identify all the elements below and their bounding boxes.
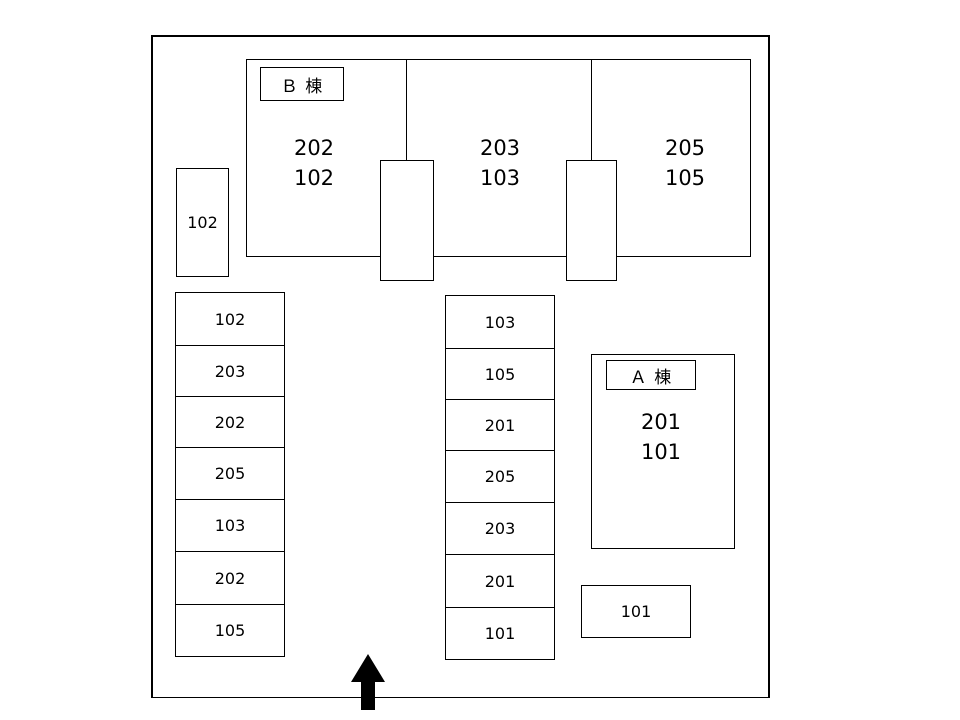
parking-space: 103 [445,295,555,349]
parking-space: 201 [445,554,555,608]
parking-space-single-right: 101 [581,585,691,638]
unit-number-upper: 201 [640,410,682,434]
parking-space: 201 [445,399,555,451]
building-b-unit-3: 205 105 [651,133,719,193]
parking-space: 203 [445,502,555,555]
building-b-label: Ｂ 棟 [260,67,344,101]
up-arrow-icon [351,654,385,710]
parking-space: 202 [175,396,285,448]
unit-number-lower: 101 [640,440,682,464]
parking-space: 101 [445,607,555,660]
parking-column-left: 102 203 202 205 103 202 105 [175,292,285,657]
building-a-unit: 201 101 [627,407,695,467]
parking-column-middle: 103 105 201 205 203 201 101 [445,295,555,660]
building-b-unit-2: 203 103 [466,133,534,193]
parking-space: 205 [445,450,555,503]
unit-number-upper: 205 [664,136,706,160]
unit-number-upper: 203 [479,136,521,160]
building-b-divider-1 [406,59,407,161]
parking-space: 105 [445,348,555,400]
building-a-label: Ａ 棟 [606,360,696,390]
unit-number-lower: 105 [664,166,706,190]
building-b-stair-2 [566,160,617,281]
parking-space: 102 [175,292,285,346]
unit-number-upper: 202 [293,136,335,160]
building-b-unit-1: 202 102 [280,133,348,193]
unit-number-lower: 102 [293,166,335,190]
parking-space: 103 [175,499,285,552]
building-b-stair-1 [380,160,434,281]
parking-space: 203 [175,345,285,397]
parking-space-single-top-left: 102 [176,168,229,277]
parking-space: 205 [175,447,285,500]
site-boundary [151,35,770,698]
parking-space: 105 [175,604,285,657]
building-b-divider-2 [591,59,592,161]
unit-number-lower: 103 [479,166,521,190]
parking-space: 202 [175,551,285,605]
